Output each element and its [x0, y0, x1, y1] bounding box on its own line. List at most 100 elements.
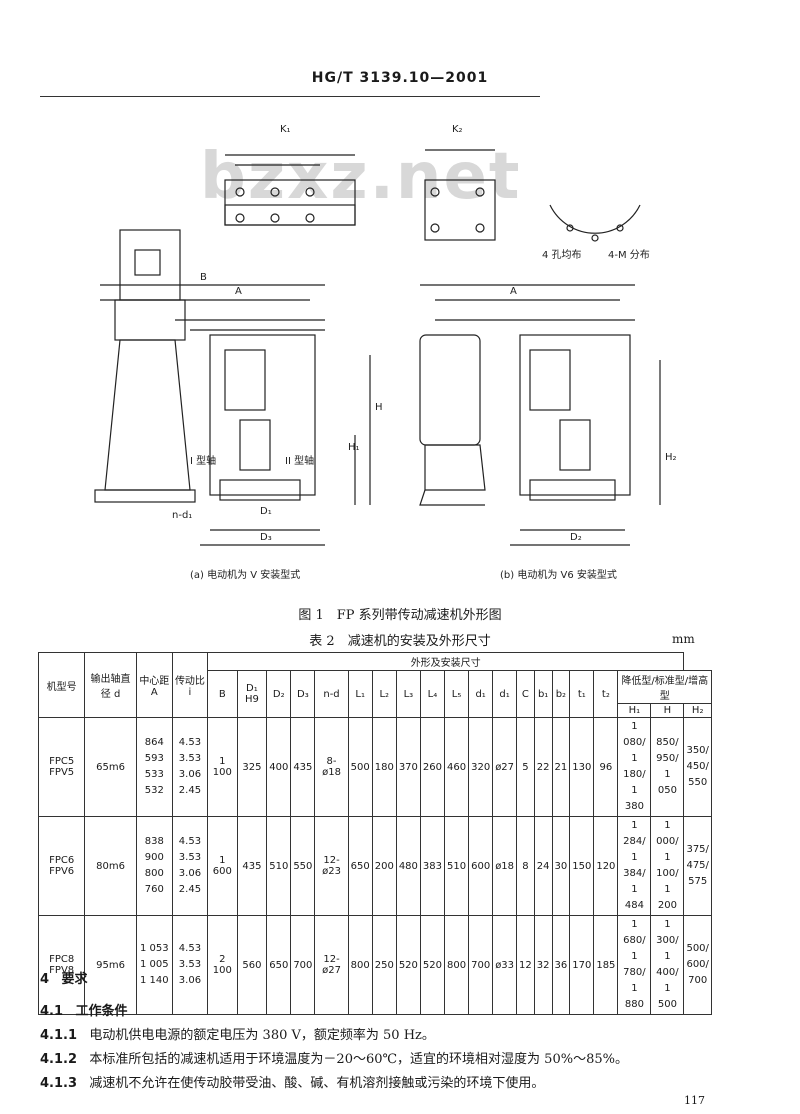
- cell-t2: 185: [593, 915, 619, 1015]
- cell-d-hole: ø18: [492, 816, 518, 916]
- section-4: 4 要求: [40, 968, 87, 987]
- header-d1: D₁ H9: [236, 670, 268, 718]
- cell-l1: 800: [347, 915, 373, 1015]
- header-rule: [40, 96, 540, 97]
- header-center-dist: 中心距 A: [135, 652, 173, 718]
- cell-b: 1 100: [207, 717, 238, 817]
- header-shaft-dia: 输出轴直径 d: [84, 652, 137, 718]
- sub-caption-b: (b) 电动机为 V6 安装型式: [500, 568, 617, 581]
- header-t1: t₁: [569, 670, 595, 718]
- cell-l4: 260: [419, 717, 446, 817]
- motor-a: [119, 229, 181, 301]
- cell-l1: 500: [347, 717, 373, 817]
- stand-a: [104, 339, 191, 491]
- table-row: FPC6 FPV6 80m6 838 900 800 760 4.53 3.53…: [37, 816, 712, 916]
- cell-i: 4.53 3.53 3.06: [171, 915, 209, 1015]
- cell-l3: 520: [395, 915, 421, 1015]
- label-h2: H₂: [665, 452, 677, 463]
- cell-nd: 12-ø23: [314, 816, 349, 916]
- cell-h2: 500/ 600/ 700: [683, 915, 712, 1015]
- cell-d1-small: 320: [468, 717, 494, 817]
- label-k2: K₂: [452, 124, 463, 135]
- section-4-1-title: 工作条件: [75, 1004, 128, 1019]
- section-4-1-1-text: 电动机供电电源的额定电压为 380 V，额定频率为 50 Hz。: [89, 1028, 435, 1043]
- cell-t1: 150: [569, 816, 595, 916]
- dimension-table: 机型号 输出轴直径 d 中心距 A 传动比 i 外形及安装尺寸 B D₁ H9 …: [37, 652, 712, 1015]
- cell-t1: 130: [569, 717, 595, 817]
- section-4-title: 要求: [61, 972, 88, 987]
- label-nd1: n-d₁: [172, 510, 192, 521]
- header-l3: L₃: [395, 670, 421, 718]
- header-d1-small: d₁: [468, 670, 494, 718]
- technical-drawing: K₁ K₂ A B A H H₁ H₂ D₁ D₃ D₂ n-d₁ I 型轴 I…: [80, 110, 720, 600]
- header-l5: L₅: [443, 670, 470, 718]
- section-4-1: 4.1 工作条件: [40, 1000, 127, 1019]
- cell-l5: 800: [443, 915, 470, 1015]
- cell-l4: 383: [419, 816, 446, 916]
- cell-d2: 650: [266, 915, 292, 1015]
- cell-d1: 325: [236, 717, 268, 817]
- section-4-1-2-num: 4.1.2: [40, 1052, 78, 1067]
- section-4-1-3-text: 减速机不允许在使传动胶带受油、酸、碱、有机溶剂接触或污染的环境下使用。: [89, 1076, 545, 1091]
- page-number: 117: [684, 1094, 705, 1107]
- header-ratio: 传动比 i: [171, 652, 209, 718]
- cell-d3: 700: [290, 915, 316, 1015]
- label-k1: K₁: [280, 124, 291, 135]
- cell-h: 1 300/ 1 400/ 1 500: [650, 915, 685, 1015]
- header-d-hole: d₁: [492, 670, 518, 718]
- cell-b1: 32: [533, 915, 553, 1015]
- cell-model: FPC5 FPV5: [37, 717, 86, 817]
- header-h: H: [650, 703, 685, 718]
- label-h1: H₁: [348, 442, 360, 453]
- cell-h: 850/ 950/ 1 050: [650, 717, 685, 817]
- cell-a: 838 900 800 760: [135, 816, 173, 916]
- label-key1: I 型轴: [190, 454, 216, 467]
- table-row: FPC8 FPV8 95m6 1 053 1 005 1 140 4.53 3.…: [37, 915, 712, 1015]
- section-4-1-1: 4.1.1 电动机供电电源的额定电压为 380 V，额定频率为 50 Hz。: [40, 1024, 435, 1043]
- header-l2: L₂: [371, 670, 397, 718]
- section-4-1-2-text: 本标准所包括的减速机适用于环境温度为－20～60℃，适宜的环境相对湿度为 50%…: [89, 1052, 628, 1067]
- header-l1: L₁: [347, 670, 373, 718]
- header-b: B: [207, 670, 238, 718]
- cell-d1: 435: [236, 816, 268, 916]
- cell-t2: 120: [593, 816, 619, 916]
- section-4-1-3: 4.1.3 减速机不允许在使传动胶带受油、酸、碱、有机溶剂接触或污染的环境下使用…: [40, 1072, 544, 1091]
- watermark: bzxz.net: [200, 140, 522, 214]
- cell-nd: 12-ø27: [314, 915, 349, 1015]
- cell-i: 4.53 3.53 3.06 2.45: [171, 816, 209, 916]
- cell-d: 95m6: [84, 915, 137, 1015]
- label-h: H: [375, 402, 383, 413]
- header-b2: b₂: [551, 670, 571, 718]
- cell-t2: 96: [593, 717, 619, 817]
- cell-d-hole: ø33: [492, 915, 518, 1015]
- cell-b: 1 600: [207, 816, 238, 916]
- label-d3: D₃: [260, 532, 272, 543]
- header-d3: D₃: [290, 670, 316, 718]
- cell-d2: 510: [266, 816, 292, 916]
- header-h1: H₁: [617, 703, 652, 718]
- section-4-1-3-num: 4.1.3: [40, 1076, 78, 1091]
- cell-b1: 24: [533, 816, 553, 916]
- header-model: 机型号: [37, 652, 86, 718]
- cell-b2: 36: [551, 915, 571, 1015]
- figure-caption: 图 1 FP 系列带传动减速机外形图: [298, 608, 502, 623]
- header-l4: L₄: [419, 670, 446, 718]
- cell-c: 8: [516, 816, 535, 916]
- header-group: 外形及安装尺寸: [206, 652, 685, 671]
- cell-l5: 510: [443, 816, 470, 916]
- label-pattern: 4-M 分布: [608, 249, 650, 261]
- label-d2: D₂: [570, 532, 582, 543]
- label-b-left: B: [200, 272, 207, 283]
- label-a-left: A: [235, 286, 242, 297]
- cell-c: 12: [516, 915, 535, 1015]
- cell-b2: 21: [551, 717, 571, 817]
- flange-arc: [549, 204, 641, 234]
- label-holes: 4 孔均布: [542, 249, 582, 261]
- header-nd: n-d: [314, 670, 349, 718]
- cell-t1: 170: [569, 915, 595, 1015]
- cell-d1-small: 600: [468, 816, 494, 916]
- cell-h: 1 000/ 1 100/ 1 200: [650, 816, 685, 916]
- cell-c: 5: [516, 717, 535, 817]
- cell-d3: 435: [290, 717, 316, 817]
- header-d2: D₂: [266, 670, 292, 718]
